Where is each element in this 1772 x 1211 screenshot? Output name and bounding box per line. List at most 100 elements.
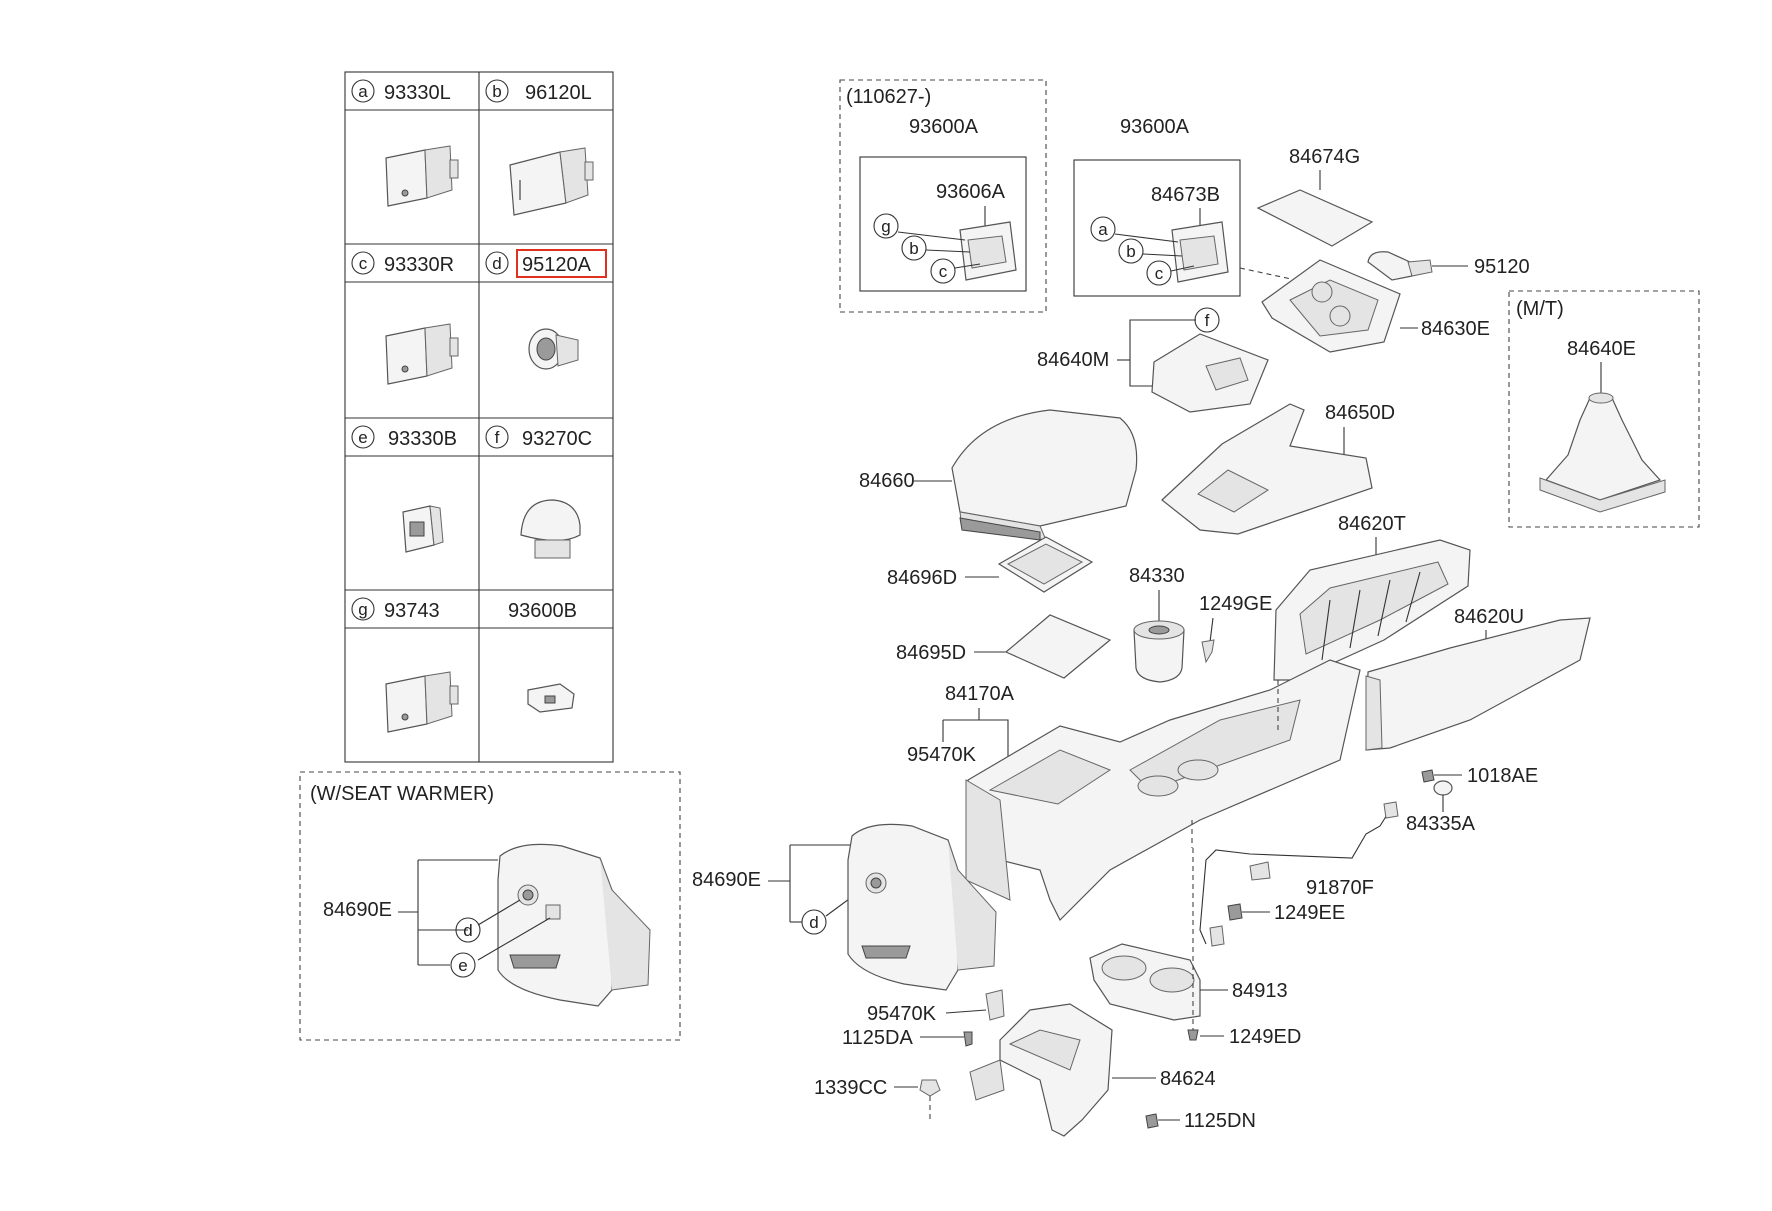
seat-warmer-group: (W/SEAT WARMER) 84690E d e xyxy=(299,771,681,1041)
legend-cell-g[interactable]: g 93743 xyxy=(351,597,440,622)
part-label: 84620T xyxy=(1338,513,1406,535)
module-thumb-b xyxy=(509,147,594,216)
part-84695d[interactable]: 84695D xyxy=(896,614,1112,679)
svg-text:c: c xyxy=(1155,264,1164,283)
manual-trans-group: (M/T) 84640E xyxy=(1508,290,1700,528)
part-1249ee[interactable]: 1249EE xyxy=(1227,902,1345,924)
callout-c: c xyxy=(1146,260,1172,286)
part-label: 84330 xyxy=(1129,565,1185,587)
legend-cell-e[interactable]: e 93330B xyxy=(351,425,457,450)
legend-letter: f xyxy=(495,428,500,447)
callout-d: d xyxy=(455,917,481,943)
part-84330[interactable]: 84330 xyxy=(1129,565,1185,683)
part-1249ge[interactable]: 1249GE xyxy=(1199,593,1272,664)
part-label: 84624 xyxy=(1160,1068,1216,1090)
part-95120[interactable]: 95120 xyxy=(1367,251,1530,281)
switch-thumb-g xyxy=(385,671,459,733)
part-84913[interactable]: 84913 xyxy=(1089,943,1288,1021)
svg-text:b: b xyxy=(1126,242,1135,261)
part-84630e[interactable]: 84630E xyxy=(1261,259,1490,353)
part-84660[interactable]: 84660 xyxy=(859,409,1138,541)
legend-cell-b[interactable]: b 96120L xyxy=(485,79,592,104)
legend-code: 96120L xyxy=(525,82,592,104)
svg-text:g: g xyxy=(881,217,890,236)
part-84650d[interactable]: 84650D xyxy=(1161,402,1395,535)
part-label: 84674G xyxy=(1289,146,1360,168)
part-84674g[interactable]: 84674G xyxy=(1256,146,1374,247)
callout-d: d xyxy=(801,909,827,935)
part-84620t[interactable]: 84620T xyxy=(1273,513,1471,681)
legend-cell-93600b[interactable]: 93600B xyxy=(508,600,577,622)
callout-g: g xyxy=(873,213,899,239)
part-1125da[interactable]: 1125DA xyxy=(842,1027,973,1049)
legend-cell-f[interactable]: f 93270C xyxy=(485,425,592,450)
svg-text:f: f xyxy=(1205,311,1210,330)
legend-cell-a[interactable]: a 93330L xyxy=(351,79,451,104)
part-label: 84650D xyxy=(1325,402,1395,424)
part-label: 1125DN xyxy=(1184,1110,1256,1132)
part-label: 84695D xyxy=(896,642,966,664)
part-91870f[interactable]: 91870F xyxy=(1199,801,1399,947)
switch-thumb-c xyxy=(385,323,459,385)
part-label: 1339CC xyxy=(814,1077,887,1099)
variant-group-110627: (110627-) 93600A 93606A g b c xyxy=(839,79,1047,313)
svg-text:c: c xyxy=(939,262,948,281)
part-1339cc[interactable]: 1339CC xyxy=(814,1077,941,1120)
legend-letter: e xyxy=(358,428,367,447)
legend-code: 93330R xyxy=(384,254,454,276)
part-84335a[interactable]: 84335A xyxy=(1406,780,1476,835)
legend-code: 93743 xyxy=(384,600,440,622)
legend-letter: d xyxy=(492,254,501,273)
part-label: 1018AE xyxy=(1467,765,1538,787)
assembly-93600a: 93600A 84673B a b c xyxy=(1073,116,1311,297)
part-95470k[interactable]: 95470K xyxy=(867,989,1005,1025)
legend-code: 93600B xyxy=(508,600,577,622)
part-label: 1125DA xyxy=(842,1027,913,1049)
part-label: 93606A xyxy=(936,181,1006,203)
legend-letter: g xyxy=(358,600,367,619)
bracket-84673b[interactable] xyxy=(1171,221,1229,283)
part-label: 84673B xyxy=(1151,184,1220,206)
connector-thumb-93600b xyxy=(527,683,575,713)
legend-code: 93270C xyxy=(522,428,592,450)
bracket-93606a[interactable] xyxy=(959,221,1017,281)
svg-text:d: d xyxy=(809,913,818,932)
boot-84640e[interactable] xyxy=(1539,392,1666,513)
legend-cell-c[interactable]: c 93330R xyxy=(351,251,454,276)
part-label: 84170A xyxy=(945,683,1015,705)
part-84620u[interactable]: 84620U xyxy=(1365,606,1591,751)
callout-b: b xyxy=(1118,238,1144,264)
group-label: (110627-) xyxy=(846,86,931,108)
callout-b: b xyxy=(901,235,927,261)
part-84640m[interactable]: 84640M f xyxy=(1037,307,1269,413)
legend-cell-d[interactable]: d 95120A xyxy=(485,249,607,278)
part-label: 84690E xyxy=(692,869,761,891)
part-1018ae[interactable]: 1018AE xyxy=(1421,765,1538,787)
callout-c: c xyxy=(930,258,956,284)
svg-text:b: b xyxy=(909,239,918,258)
callout-a: a xyxy=(1090,216,1116,242)
part-label: 93600A xyxy=(1120,116,1190,138)
part-label: 84640M xyxy=(1037,349,1109,371)
group-label: (W/SEAT WARMER) xyxy=(310,783,494,805)
legend-letter: a xyxy=(358,82,368,101)
part-label: 84630E xyxy=(1421,318,1490,340)
part-84624[interactable]: 84624 xyxy=(969,1003,1216,1137)
part-label: 1249GE xyxy=(1199,593,1272,615)
switch-thumb-e xyxy=(402,505,444,553)
part-1125dn[interactable]: 1125DN xyxy=(1145,1110,1256,1132)
svg-text:e: e xyxy=(458,956,467,975)
part-84690e[interactable]: 84690E d xyxy=(692,823,997,991)
svg-text:d: d xyxy=(463,921,472,940)
part-1249ed[interactable]: 1249ED xyxy=(1187,848,1301,1048)
group-label: (M/T) xyxy=(1516,298,1564,320)
legend-code: 93330B xyxy=(388,428,457,450)
part-84170a[interactable]: 84170A 95470K xyxy=(907,659,1361,922)
part-label: 84335A xyxy=(1406,813,1476,835)
highlight-box xyxy=(516,249,607,278)
part-label: 95470K xyxy=(867,1003,937,1025)
part-84696d[interactable]: 84696D xyxy=(887,536,1094,593)
panel-84690e-seat-warmer[interactable] xyxy=(497,843,651,1007)
part-label: 84660 xyxy=(859,470,915,492)
